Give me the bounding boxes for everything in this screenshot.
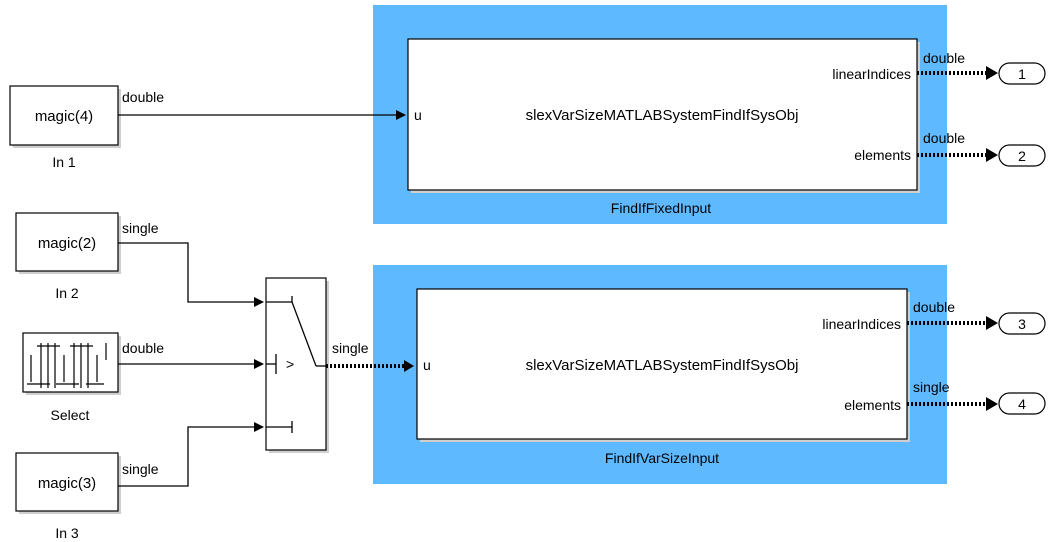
select-block[interactable] — [22, 332, 121, 395]
varsize-out-type-1: double — [913, 299, 955, 315]
signal-lines — [118, 66, 998, 487]
subsystem-varsize-block[interactable]: u slexVarSizeMATLABSystemFindIfSysObj li… — [416, 288, 910, 442]
subsystem-fixed-name: FindIfFixedInput — [611, 200, 711, 216]
in1-label: In 1 — [52, 154, 76, 170]
varsize-out-port-2: elements — [844, 397, 901, 413]
outport-4-number: 4 — [1018, 396, 1026, 412]
outport-1-number: 1 — [1018, 66, 1026, 82]
in1-type-label: double — [122, 89, 164, 105]
in3-label: In 3 — [55, 525, 79, 541]
switch-out-type-label: single — [332, 340, 369, 356]
fixed-out-port-1: linearIndices — [832, 66, 911, 82]
switch-criteria: > — [286, 356, 294, 372]
outport-4[interactable]: 4 — [998, 392, 1046, 415]
switch-icon — [266, 296, 326, 433]
in2-content: magic(2) — [38, 235, 96, 252]
outport-1[interactable]: 1 — [998, 62, 1046, 85]
varsize-block-name: slexVarSizeMATLABSystemFindIfSysObj — [526, 357, 799, 374]
select-type-label: double — [122, 340, 164, 356]
in1-content: magic(4) — [35, 108, 93, 125]
outport-2-number: 2 — [1018, 148, 1026, 164]
in2-block[interactable]: magic(2) — [15, 212, 121, 274]
in3-block[interactable]: magic(3) — [15, 452, 121, 514]
subsystem-varsize-name: FindIfVarSizeInput — [605, 450, 719, 466]
manual-switch-pattern-icon — [27, 343, 107, 388]
in1-block[interactable]: magic(4) — [9, 85, 121, 148]
in2-label: In 2 — [55, 285, 79, 301]
fixed-out-port-2: elements — [854, 147, 911, 163]
fixed-out-type-2: double — [923, 130, 965, 146]
varsize-out-port-1: linearIndices — [822, 316, 901, 332]
varsize-out-type-2: single — [913, 379, 950, 395]
select-label: Select — [51, 407, 90, 423]
in2-type-label: single — [122, 220, 159, 236]
outport-2[interactable]: 2 — [998, 144, 1046, 167]
fixed-block-name: slexVarSizeMATLABSystemFindIfSysObj — [526, 107, 799, 124]
varsize-in-port: u — [423, 357, 431, 373]
in3-type-label: single — [122, 461, 159, 477]
outport-3[interactable]: 3 — [998, 312, 1046, 335]
fixed-in-port: u — [414, 107, 422, 123]
in3-content: magic(3) — [38, 475, 96, 492]
fixed-out-type-1: double — [923, 50, 965, 66]
outport-3-number: 3 — [1018, 316, 1026, 332]
subsystem-fixed-block[interactable]: u slexVarSizeMATLABSystemFindIfSysObj li… — [407, 38, 920, 193]
switch-block[interactable]: > — [265, 277, 329, 453]
